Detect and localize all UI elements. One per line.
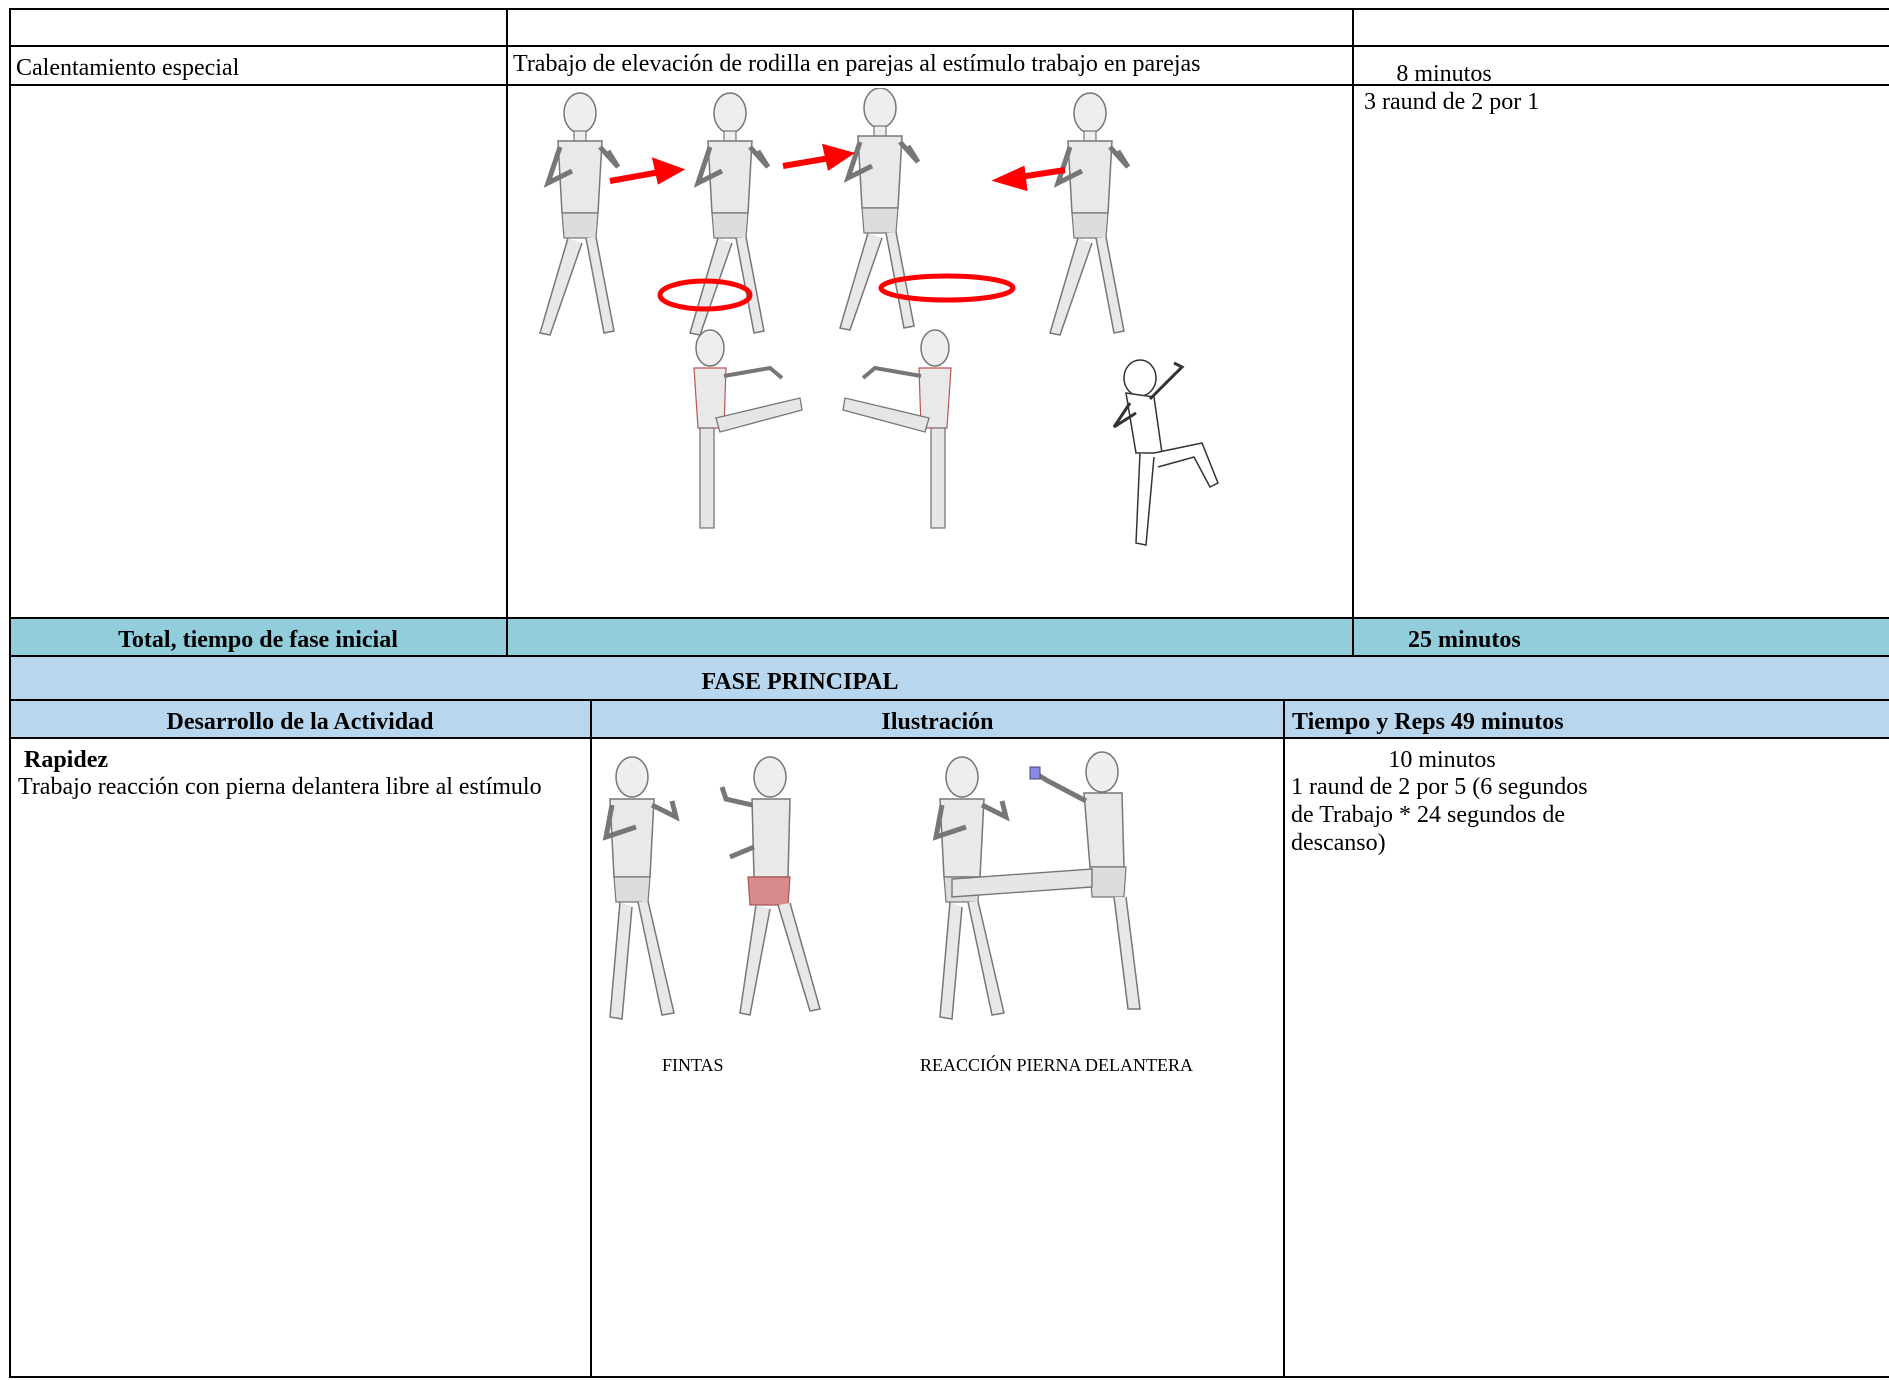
table-border [10,699,1889,701]
total-label: Total, tiempo de fase inicial [118,627,398,653]
table-border [10,8,1889,10]
table-border [590,699,592,1378]
rapidez-illustration [592,751,1141,1052]
phase-header-background [10,656,1889,738]
exercise-title: Rapidez [24,747,108,773]
table-border [10,45,1889,47]
table-border [10,1376,1889,1378]
caption-fintas: FINTAS [662,1055,724,1075]
total-row-background [10,618,1889,656]
table-border [1352,8,1354,657]
warmup-activity: Calentamiento especial [16,55,240,81]
table-border [9,8,11,1378]
exercise-description: Trabajo reacción con pierna delantera li… [18,774,542,800]
caption-reaccion: REACCIÓN PIERNA DELANTERA [920,1055,1193,1075]
table-border [10,84,1889,86]
phase-title: FASE PRINCIPAL [701,669,899,695]
table-border [10,737,1889,739]
total-value: 25 minutos [1408,627,1521,653]
exercise-reps: 1 raund de 2 por 5 (6 segundos de Trabaj… [1291,774,1588,856]
column-header-activity: Desarrollo de la Actividad [166,709,434,735]
warmup-description: Trabajo de elevación de rodilla en parej… [513,51,1201,77]
table-border [1283,699,1285,1378]
table-border [506,8,508,657]
warmup-reps: 3 raund de 2 por 1 [1364,89,1540,115]
column-header-illustration: Ilustración [881,709,994,735]
warmup-illustration [520,88,1219,546]
column-header-time: Tiempo y Reps 49 minutos [1292,709,1564,735]
table-border [10,655,1889,657]
table-border [10,617,1889,619]
exercise-time: 10 minutos [1388,747,1496,773]
warmup-time: 8 minutos [1396,61,1492,87]
